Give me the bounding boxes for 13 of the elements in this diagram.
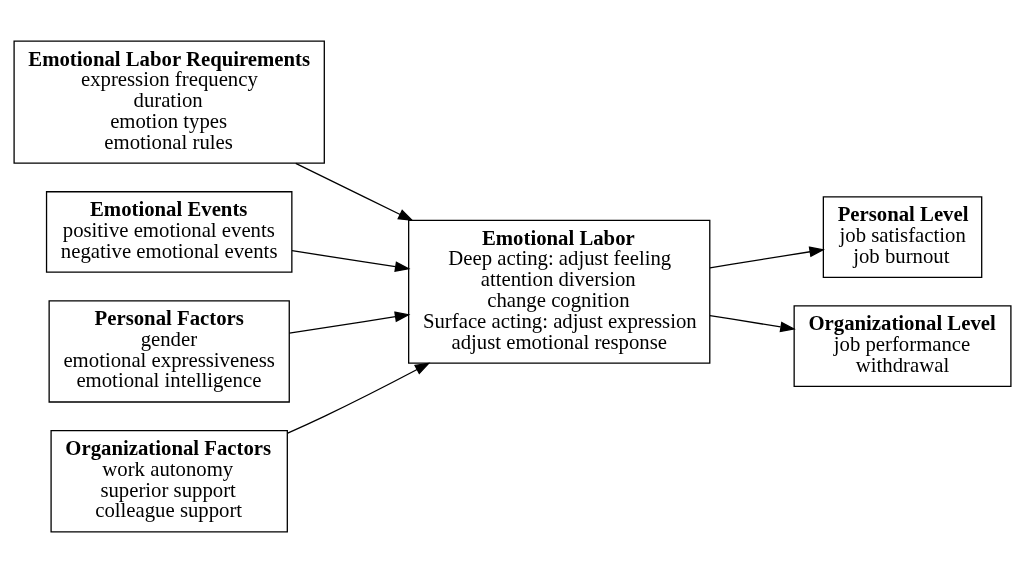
arrow [288, 310, 411, 334]
arrow [287, 361, 431, 434]
node-box: Personal Factors gender emotional expressiveness emotional intelligence [48, 299, 290, 403]
node-box: Organizational Factors work autonomy superior support colleague support [50, 429, 288, 532]
arrow [295, 162, 414, 221]
node-box: Emotional Events positive emotional events negative emotional events [45, 190, 293, 273]
arrow [709, 245, 825, 268]
node-box: Personal Level job satisfaction job burnout [822, 195, 983, 278]
node-box: Emotional Labor Deep acting: adjust feeling attention diversion change cognition Surface acting: adjust expression adjust emotional response [408, 219, 711, 364]
node-box: Organizational Level job performance withdrawal [793, 304, 1012, 387]
node-box: Emotional Labor Requirements expression frequency duration emotion types emotional rules [13, 40, 325, 164]
arrow [709, 314, 796, 332]
arrow [291, 249, 411, 272]
